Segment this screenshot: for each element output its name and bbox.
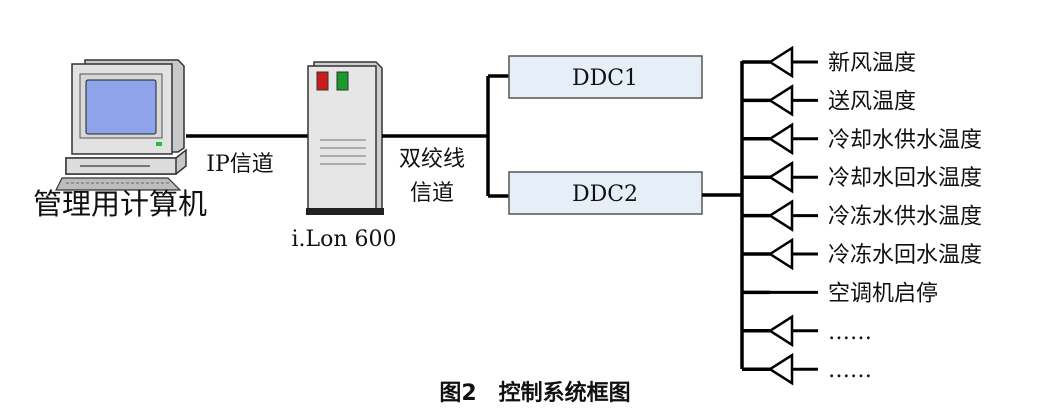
signal-label: 冷却水回水温度 — [828, 166, 982, 191]
green-led — [336, 71, 349, 91]
signal-label: 空调机启停 — [828, 281, 938, 306]
sensor-triangle-icon — [767, 314, 794, 348]
signal-label: …… — [828, 320, 872, 345]
signal-label: 冷冻水供水温度 — [828, 205, 982, 230]
signal-item: …… — [742, 352, 872, 386]
signal-item: 冷冻水回水温度 — [742, 237, 982, 271]
monitor-screen — [85, 79, 157, 135]
ip-channel-label: IP信道 — [206, 152, 274, 177]
figure-caption: 图2 控制系统框图 — [439, 380, 630, 406]
signal-label: 冷冻水回水温度 — [828, 243, 982, 268]
signal-item: …… — [742, 314, 872, 348]
sensor-triangle-icon — [767, 160, 794, 194]
server-icon — [306, 61, 384, 215]
sensor-triangle-icon — [767, 352, 794, 386]
signal-item: 新风温度 — [742, 45, 916, 79]
twisted-pair-label-1: 双绞线 — [399, 147, 465, 172]
signal-item: 冷却水回水温度 — [742, 160, 982, 194]
server-label: i.Lon 600 — [291, 227, 396, 252]
signal-label: …… — [828, 358, 872, 383]
sensor-triangle-icon — [767, 45, 794, 79]
sensor-triangle-icon — [767, 122, 794, 156]
sensor-triangle-icon — [767, 84, 794, 117]
signal-label: 冷却水供水温度 — [828, 128, 982, 153]
ddc2-label: DDC2 — [572, 182, 638, 207]
computer-label: 管理用计算机 — [33, 187, 207, 221]
sensor-triangle-icon — [767, 237, 794, 271]
signal-item: 空调机启停 — [742, 281, 938, 306]
computer-icon — [55, 59, 187, 191]
ddc2-box — [508, 171, 703, 215]
signal-item: 送风温度 — [742, 84, 916, 117]
twisted-pair-label-2: 信道 — [410, 181, 454, 206]
signal-label: 新风温度 — [828, 51, 916, 76]
sensor-triangle-icon — [767, 199, 794, 232]
red-led — [316, 71, 329, 91]
signal-item: 冷却水供水温度 — [742, 122, 982, 156]
signal-list: 新风温度送风温度冷却水供水温度冷却水回水温度冷冻水供水温度冷冻水回水温度空调机启… — [742, 45, 982, 386]
signal-item: 冷冻水供水温度 — [742, 199, 982, 232]
signal-label: 送风温度 — [828, 89, 916, 114]
ddc1-label: DDC1 — [572, 66, 638, 91]
ddc1-box — [508, 55, 703, 99]
